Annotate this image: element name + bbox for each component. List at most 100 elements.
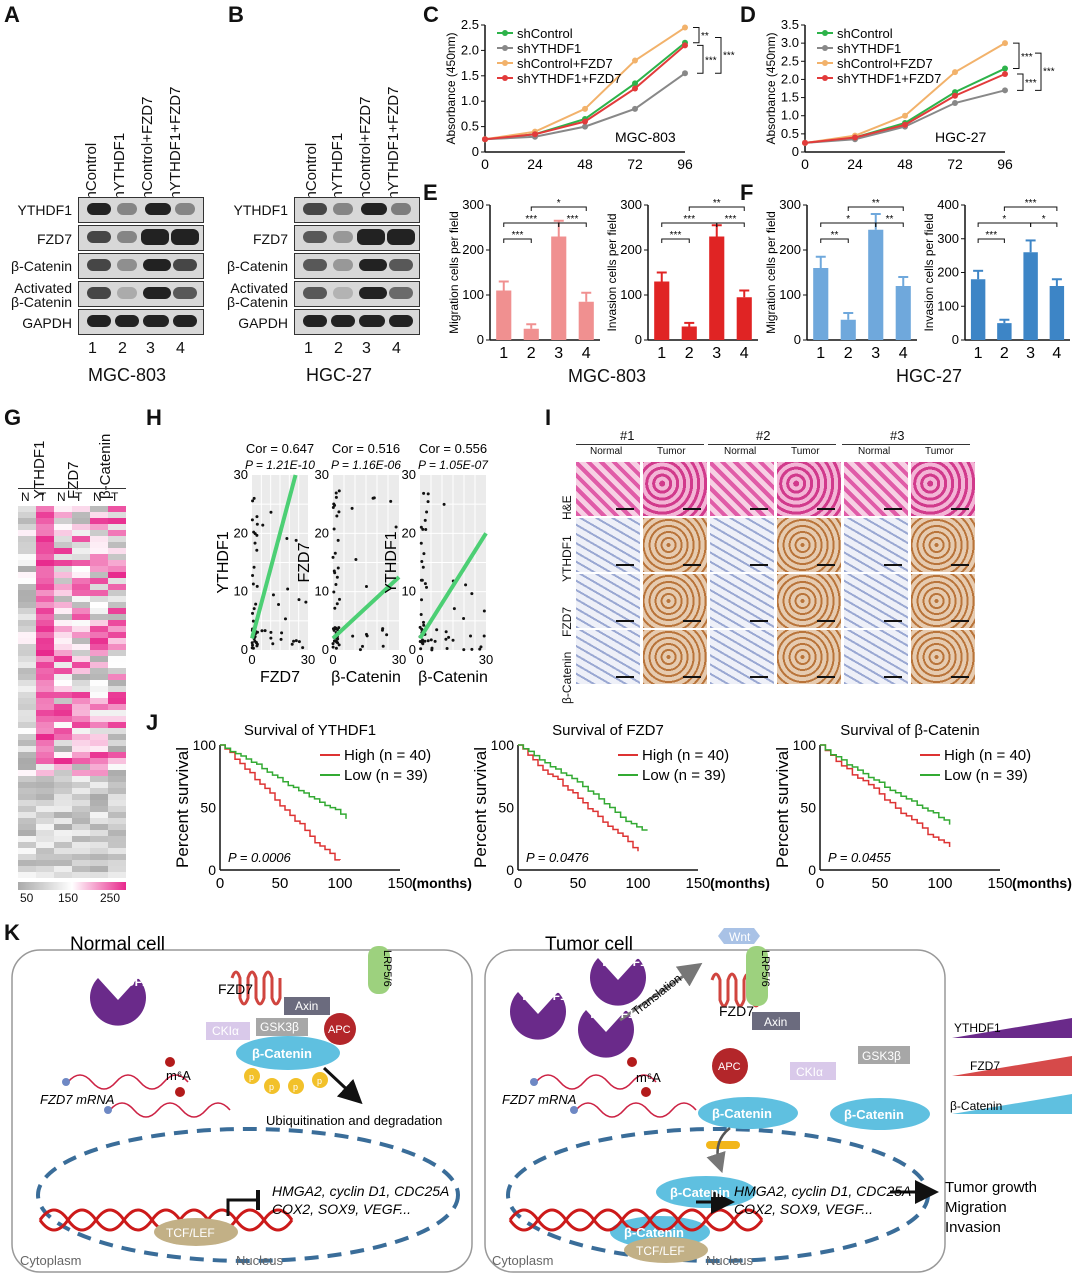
x-tick-label: 24 bbox=[527, 156, 543, 172]
panel-label-k: K bbox=[4, 920, 20, 945]
data-point bbox=[334, 646, 338, 650]
nucleus-label: Nucleus bbox=[236, 1253, 283, 1268]
data-point bbox=[422, 552, 426, 556]
x-tick-label: 2 bbox=[685, 345, 694, 362]
heatmap-cell bbox=[72, 656, 90, 662]
ihc-image bbox=[576, 462, 640, 516]
data-point bbox=[304, 600, 308, 604]
x-tick-label: 3 bbox=[712, 345, 721, 362]
heatmap-cell bbox=[108, 608, 126, 614]
tcf-label: TCF/LEF bbox=[166, 1226, 215, 1240]
data-point bbox=[420, 559, 424, 563]
apc-label: APC bbox=[718, 1061, 741, 1073]
heatmap-cell bbox=[18, 680, 36, 686]
heatmap-cell bbox=[36, 590, 54, 596]
heatmap-cell bbox=[108, 692, 126, 698]
heatmap-cell bbox=[108, 782, 126, 788]
data-point bbox=[294, 538, 298, 542]
heatmap-cell bbox=[18, 596, 36, 602]
heatmap-cell bbox=[108, 734, 126, 740]
heatmap-cell bbox=[54, 866, 72, 872]
heatmap-cell bbox=[18, 704, 36, 710]
x-tick-label: 100 bbox=[625, 875, 650, 892]
heatmap-cell bbox=[54, 626, 72, 632]
heatmap-cell bbox=[54, 590, 72, 596]
heatmap-cell bbox=[18, 806, 36, 812]
sig-label: ** bbox=[713, 198, 721, 209]
heatmap-cell bbox=[18, 830, 36, 836]
blot-row-label: YTHDF1 bbox=[17, 202, 72, 218]
data-point bbox=[336, 641, 340, 645]
data-point bbox=[435, 628, 439, 632]
heatmap-cell bbox=[108, 662, 126, 668]
legend-marker bbox=[822, 75, 828, 81]
y-tick-label: 2.0 bbox=[461, 42, 479, 57]
heatmap-cell bbox=[18, 860, 36, 866]
data-point bbox=[253, 639, 257, 643]
heatmap-cell bbox=[36, 596, 54, 602]
heatmap-cell bbox=[18, 746, 36, 752]
ihc-image bbox=[710, 574, 774, 628]
heatmap-cell bbox=[108, 638, 126, 644]
sig-label: *** bbox=[1043, 67, 1055, 78]
y-axis-label: Migration cells per field bbox=[447, 211, 461, 334]
phospho-label: p bbox=[293, 1082, 298, 1092]
heatmap-cell bbox=[36, 734, 54, 740]
data-point bbox=[423, 518, 427, 522]
x-axis-unit: (months) bbox=[710, 875, 770, 891]
heatmap-cell bbox=[18, 638, 36, 644]
heatmap-cell bbox=[108, 818, 126, 824]
sig-label: ** bbox=[872, 198, 880, 209]
case-label: #2 bbox=[756, 428, 771, 443]
heatmap-cell bbox=[36, 656, 54, 662]
heatmap-cell bbox=[72, 716, 90, 722]
data-point bbox=[358, 648, 362, 652]
data-point bbox=[464, 583, 468, 587]
ihc-row-label: YTHDF1 bbox=[560, 535, 574, 582]
heatmap-cell bbox=[36, 770, 54, 776]
panel-label-h: H bbox=[146, 405, 162, 430]
survival-curve bbox=[220, 744, 347, 819]
heatmap-cell bbox=[90, 812, 108, 818]
data-point bbox=[334, 583, 338, 587]
heatmap-cell bbox=[36, 794, 54, 800]
data-point bbox=[337, 510, 341, 514]
heatmap-cell bbox=[108, 512, 126, 518]
legend-label: shYTHDF1+FZD7 bbox=[517, 71, 621, 86]
case-label: #3 bbox=[890, 428, 905, 443]
heatmap-cell bbox=[72, 704, 90, 710]
sig-label: * bbox=[846, 214, 850, 225]
survival-curve bbox=[820, 744, 951, 847]
ihc-image bbox=[777, 518, 841, 572]
case-label: #1 bbox=[620, 428, 635, 443]
bar bbox=[997, 323, 1012, 340]
heatmap-cell bbox=[108, 848, 126, 854]
data-point bbox=[532, 131, 538, 138]
heatmap-cell bbox=[36, 542, 54, 548]
ihc-image bbox=[911, 462, 975, 516]
cell-line-label: HGC-27 bbox=[935, 129, 987, 145]
data-point bbox=[1002, 87, 1008, 94]
data-point bbox=[280, 631, 284, 635]
heatmap-cell bbox=[18, 650, 36, 656]
y-tick-label: 400 bbox=[937, 197, 959, 212]
wnt-label: Wnt bbox=[729, 930, 751, 944]
ihc-image bbox=[777, 462, 841, 516]
heatmap-cell bbox=[72, 746, 90, 752]
legend-label: shControl+FZD7 bbox=[837, 56, 933, 71]
ihc-image bbox=[643, 574, 707, 628]
data-point bbox=[251, 573, 255, 577]
legend-label: FZD7 bbox=[970, 1059, 1000, 1073]
legend-label: Low (n = 39) bbox=[642, 767, 726, 784]
heatmap-cell bbox=[54, 782, 72, 788]
sig-label: *** bbox=[683, 214, 695, 225]
heatmap-cell bbox=[90, 854, 108, 860]
data-point bbox=[255, 630, 259, 634]
sig-bracket bbox=[977, 238, 1005, 243]
heatmap-cell bbox=[36, 620, 54, 626]
data-point bbox=[372, 496, 376, 500]
y-tick-label: 300 bbox=[937, 231, 959, 246]
y-tick-label: 30 bbox=[234, 467, 248, 482]
legend-label: shYTHDF1 bbox=[837, 41, 901, 56]
y-tick-label: 0 bbox=[506, 862, 514, 878]
